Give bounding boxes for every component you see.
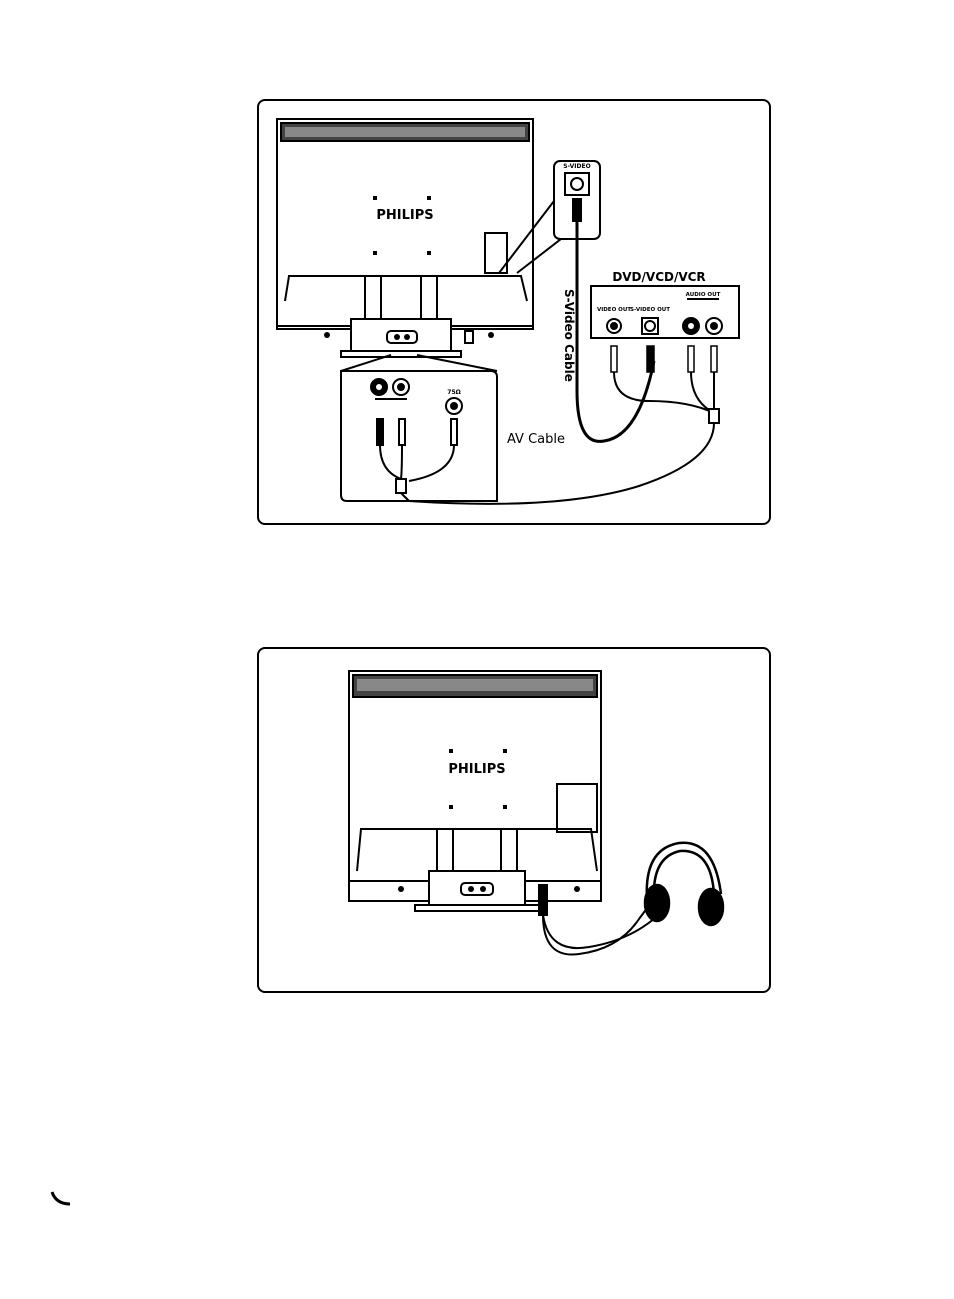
av-input-callout	[341, 355, 497, 501]
device-plugs	[611, 346, 717, 372]
ohm-label: 75Ω	[447, 389, 460, 396]
figure-2-diagram: PHILIPS	[259, 649, 769, 991]
headphones-icon	[645, 843, 723, 925]
page-corner-mark	[50, 1190, 80, 1210]
figure-1-panel: PHILIPS S-VIDEO S-Video Cable	[257, 99, 771, 525]
monitor-back	[277, 119, 533, 357]
source-device-label: DVD/VCD/VCR	[612, 270, 705, 284]
figure-1-diagram: PHILIPS S-VIDEO S-Video Cable	[259, 101, 769, 523]
monitor-back	[349, 671, 601, 911]
av-cable-label: AV Cable	[507, 432, 565, 447]
svideo-port-label: S-VIDEO	[563, 163, 590, 170]
svideo-out-label: S-VIDEO OUT	[630, 307, 670, 313]
video-out-label: VIDEO OUT	[597, 307, 631, 313]
figure-2-panel: PHILIPS	[257, 647, 771, 993]
brand-logo: PHILIPS	[376, 208, 433, 223]
audio-out-label: AUDIO OUT	[686, 292, 721, 298]
svideo-cable-label: S-Video Cable	[562, 289, 576, 382]
brand-logo: PHILIPS	[448, 762, 505, 777]
